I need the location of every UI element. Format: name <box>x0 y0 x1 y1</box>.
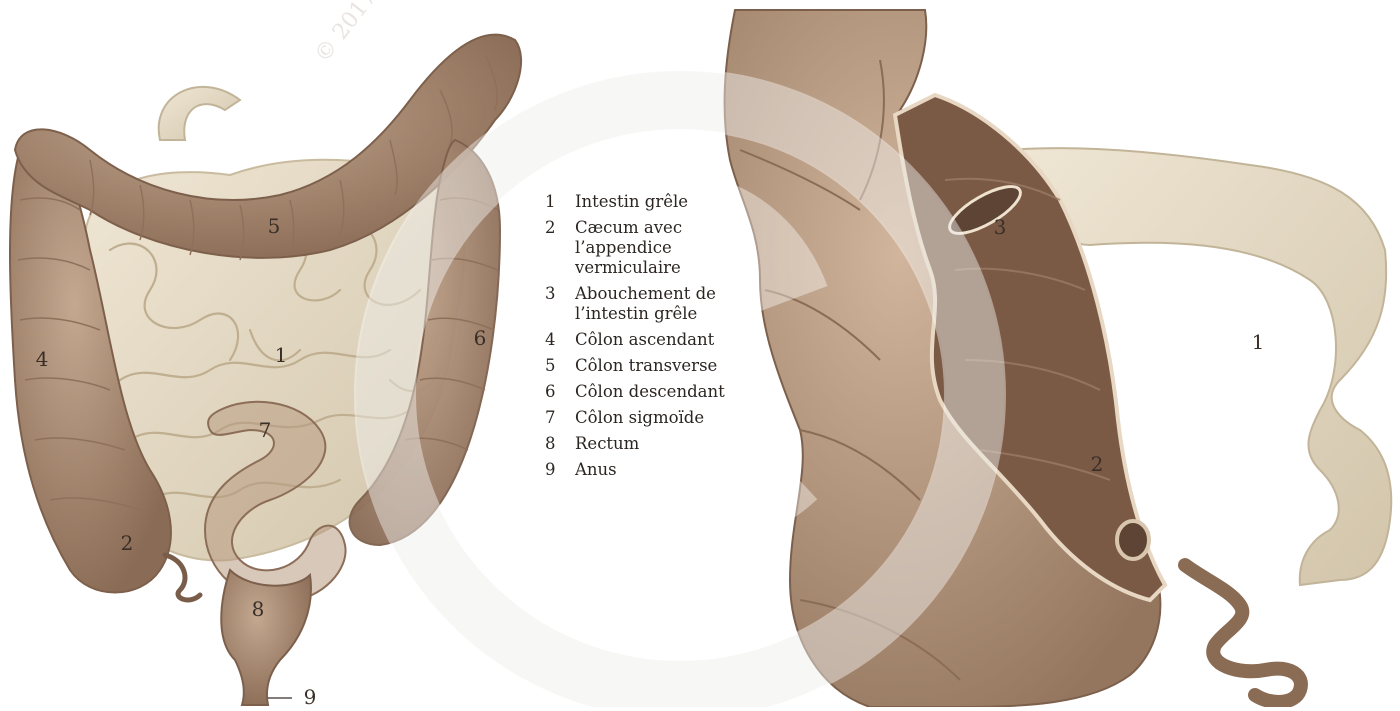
appendix-orifice <box>1117 521 1149 559</box>
appendix <box>1185 565 1301 702</box>
legend-number: 3 <box>545 284 575 324</box>
label-7: 7 <box>259 418 272 442</box>
legend-number: 1 <box>545 192 575 212</box>
legend-number: 6 <box>545 382 575 402</box>
legend-number: 7 <box>545 408 575 428</box>
legend-text: Intestin grêle <box>575 192 775 212</box>
legend-text: Côlon transverse <box>575 356 775 376</box>
legend-text: Abouchement de l’intestin grêle <box>575 284 775 324</box>
label-1-right: 1 <box>1252 330 1265 354</box>
label-4: 4 <box>36 347 49 371</box>
legend-text: Côlon ascendant <box>575 330 775 350</box>
label-8: 8 <box>252 597 265 621</box>
legend-number: 8 <box>545 434 575 454</box>
legend-number: 5 <box>545 356 575 376</box>
label-2-right: 2 <box>1091 452 1104 476</box>
legend-text: Côlon sigmoïde <box>575 408 775 428</box>
legend-number: 2 <box>545 218 575 278</box>
label-3-right: 3 <box>994 215 1007 239</box>
label-1: 1 <box>275 343 288 367</box>
legend-number: 4 <box>545 330 575 350</box>
legend-number: 9 <box>545 460 575 480</box>
legend-text: Cæcum avec l’appendice vermiculaire <box>575 218 775 278</box>
rectum <box>221 570 311 705</box>
legend-text: Rectum <box>575 434 775 454</box>
label-2: 2 <box>121 531 134 555</box>
label-6: 6 <box>474 326 487 350</box>
label-5: 5 <box>268 214 281 238</box>
legend-text: Côlon descendant <box>575 382 775 402</box>
legend-text: Anus <box>575 460 775 480</box>
label-9: 9 <box>304 685 317 707</box>
